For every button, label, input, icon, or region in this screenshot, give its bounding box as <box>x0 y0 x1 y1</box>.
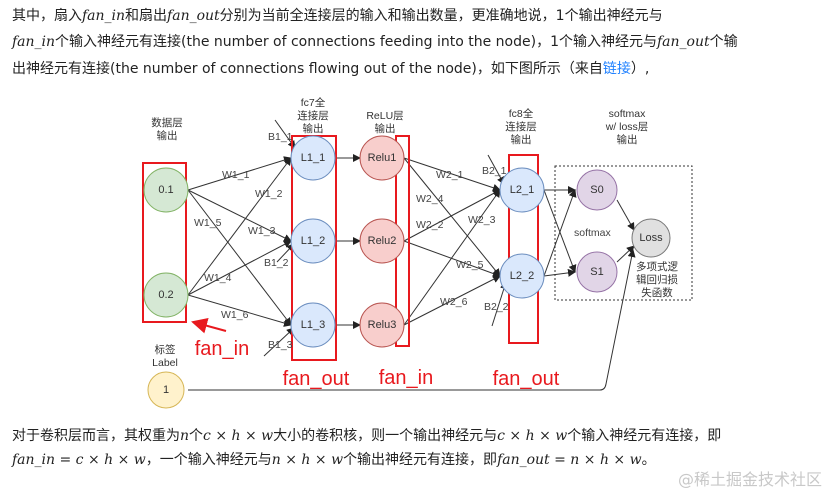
paragraph-intro-line2: fan_in个输入神经元有连接(the number of connection… <box>12 29 738 55</box>
node-input-2: 0.2 <box>158 289 173 301</box>
math: fan_in <box>12 34 56 50</box>
text: 个输 <box>709 34 738 50</box>
weight-labels: W1_1 W1_2 W1_3 W1_4 W1_5 W1_6 W2_1 W2_2 … <box>194 131 612 351</box>
network-diagram: 0.1 0.2 L1_1 L1_2 L1_3 Relu1 Relu2 Relu3… <box>142 96 693 409</box>
text: 出神经元有连接(the number of connections flowin… <box>12 61 603 77</box>
weight-label: W2_3 <box>468 214 496 226</box>
header-label: Label <box>152 357 178 369</box>
bias-label: B1_1 <box>268 131 293 143</box>
softmax-box <box>554 165 693 301</box>
loss-description: 失函数 <box>641 286 673 299</box>
node-l1-1: L1_1 <box>301 152 325 164</box>
text: 大小的卷积核，则一个输出神经元与 <box>273 428 498 444</box>
math: fan_out <box>657 34 710 50</box>
text: 分别为当前全连接层的输入和输出数量，更准确地说，1个输出神经元与 <box>219 8 663 24</box>
paragraph-intro-line1: 其中，扇入fan_in和扇出fan_out分别为当前全连接层的输入和输出数量，更… <box>12 3 663 29</box>
text: 。 <box>641 452 656 468</box>
header-relu: ReLU层 <box>366 110 403 122</box>
math: fan_out = n × h × w <box>497 452 642 468</box>
bias-label: B2_2 <box>484 301 509 313</box>
math: n × h × w <box>271 452 344 468</box>
source-link[interactable]: 链接 <box>602 61 631 77</box>
bias-label: B2_1 <box>482 165 507 177</box>
label-edge <box>188 249 636 391</box>
header-relu: 输出 <box>375 122 396 135</box>
weight-label: W1_3 <box>248 225 276 237</box>
weight-label: W1_6 <box>221 309 249 321</box>
annotation-fan-out: fan_out <box>493 368 560 390</box>
paragraph-conv-line1: 对于卷积层而言，其权重为n个c × h × w大小的卷积核，则一个输出神经元与c… <box>12 423 721 449</box>
node-relu-2: Relu2 <box>368 235 397 247</box>
header-fc7: fc7全 <box>301 96 326 109</box>
text: 个 <box>189 428 204 444</box>
node-l1-2: L1_2 <box>301 235 325 247</box>
annotation-fan-in: fan_in <box>379 367 434 389</box>
text: 对于卷积层而言，其权重为 <box>12 428 180 444</box>
math: n <box>180 428 190 444</box>
edges <box>187 119 635 357</box>
header-label: 标签 <box>155 343 176 356</box>
text: 个输出神经元有连接，即 <box>343 452 498 468</box>
header-fc8: 输出 <box>511 133 532 146</box>
math: fan_in = c × h × w <box>12 452 146 468</box>
weight-label: W1_4 <box>204 272 232 284</box>
loss-description: 辑回归损 <box>636 273 678 286</box>
fan-in-arrow <box>191 317 227 334</box>
header-softmax: w/ loss层 <box>605 121 649 133</box>
text: 其中，扇入 <box>12 8 82 24</box>
node-relu-1: Relu1 <box>368 152 397 164</box>
text: ，一个输入神经元与 <box>145 452 272 468</box>
weight-label: W2_1 <box>436 169 464 181</box>
annotation-fan-in: fan_in <box>195 338 250 360</box>
node-input-1: 0.1 <box>158 184 173 196</box>
paragraph-conv-line2: fan_in = c × h × w，一个输入神经元与n × h × w个输出神… <box>12 449 656 471</box>
text: 个输入神经元有连接(the number of connections feed… <box>55 34 657 50</box>
highlight-boxes <box>142 135 539 361</box>
nodes: 0.1 0.2 L1_1 L1_2 L1_3 Relu1 Relu2 Relu3… <box>143 135 671 409</box>
node-label: 1 <box>163 384 169 396</box>
node-l2-2: L2_2 <box>510 270 534 282</box>
header-fc8: 连接层 <box>505 120 537 133</box>
weight-label: W2_6 <box>440 296 468 308</box>
node-l1-3: L1_3 <box>301 319 325 331</box>
header-data: 数据层 <box>151 116 183 129</box>
math: fan_in <box>82 8 126 24</box>
node-relu-3: Relu3 <box>368 319 397 331</box>
header-fc7: 输出 <box>303 122 324 135</box>
header-fc8: fc8全 <box>509 107 534 120</box>
loss-description: 多项式逻 <box>636 260 678 273</box>
node-s1: S1 <box>590 266 603 278</box>
text: ）, <box>630 61 650 77</box>
bias-label: B1_3 <box>268 339 293 351</box>
header-fc7: 连接层 <box>297 109 329 122</box>
paragraph-intro-line3: 出神经元有连接(the number of connections flowin… <box>12 56 649 82</box>
node-l2-1: L2_1 <box>510 184 534 196</box>
weight-label: W2_2 <box>416 219 444 231</box>
weight-label: W1_1 <box>222 169 250 181</box>
header-softmax: 输出 <box>617 133 638 146</box>
softmax-label: softmax <box>574 227 612 239</box>
watermark: @稀土掘金技术社区 <box>677 470 822 489</box>
header-data: 输出 <box>157 129 178 142</box>
weight-label: W2_4 <box>416 193 444 205</box>
math: c × h × w <box>497 428 568 444</box>
bias-label: B1_2 <box>264 257 289 269</box>
node-loss: Loss <box>639 232 663 244</box>
node-s0: S0 <box>590 184 603 196</box>
weight-label: W1_2 <box>255 188 283 200</box>
text: 个输入神经元有连接，即 <box>567 428 722 444</box>
annotation-fan-out: fan_out <box>283 368 350 390</box>
math: c × h × w <box>203 428 274 444</box>
text: 和扇出 <box>125 8 168 24</box>
weight-label: W2_5 <box>456 259 484 271</box>
header-softmax: softmax <box>609 108 647 120</box>
weight-label: W1_5 <box>194 217 222 229</box>
math: fan_out <box>167 8 220 24</box>
